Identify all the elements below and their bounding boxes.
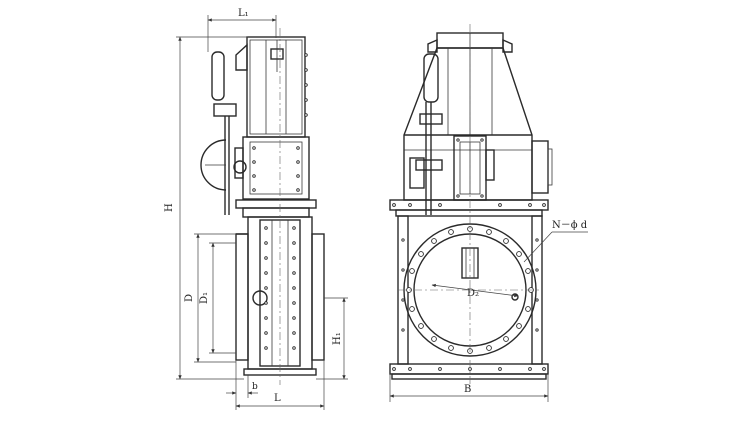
dim-label-L: L: [274, 393, 281, 404]
side-actuator-box: [235, 36, 306, 138]
dim-label-D: D: [184, 294, 195, 302]
front-dimensions: D₂ N－ϕ d B: [389, 220, 588, 402]
dim-label-N-d: N－ϕ d: [552, 220, 588, 231]
side-top-flange: [235, 199, 317, 209]
front-view: [389, 24, 553, 385]
side-view: [200, 28, 325, 385]
dim-label-D2: D₂: [467, 288, 479, 299]
dim-label-H: H: [164, 203, 175, 212]
front-hand-lever: [415, 53, 443, 215]
front-top-plate: [389, 199, 549, 211]
side-bolts: [252, 53, 308, 350]
side-gearbox: [233, 136, 310, 200]
dim-label-L1: L₁: [238, 8, 249, 19]
front-flange-bolts: [406, 226, 534, 354]
side-hand-lever: [200, 51, 237, 215]
dim-label-b: b: [252, 382, 258, 392]
dim-label-D1: D₁: [199, 292, 210, 304]
dim-label-B: B: [464, 384, 471, 395]
side-dimensions: L₁ H D D₁ H₁ b L: [164, 8, 348, 410]
front-housing-bolts: [392, 138, 546, 371]
front-gear-window: [453, 135, 495, 201]
dim-label-H1: H₁: [332, 332, 343, 345]
